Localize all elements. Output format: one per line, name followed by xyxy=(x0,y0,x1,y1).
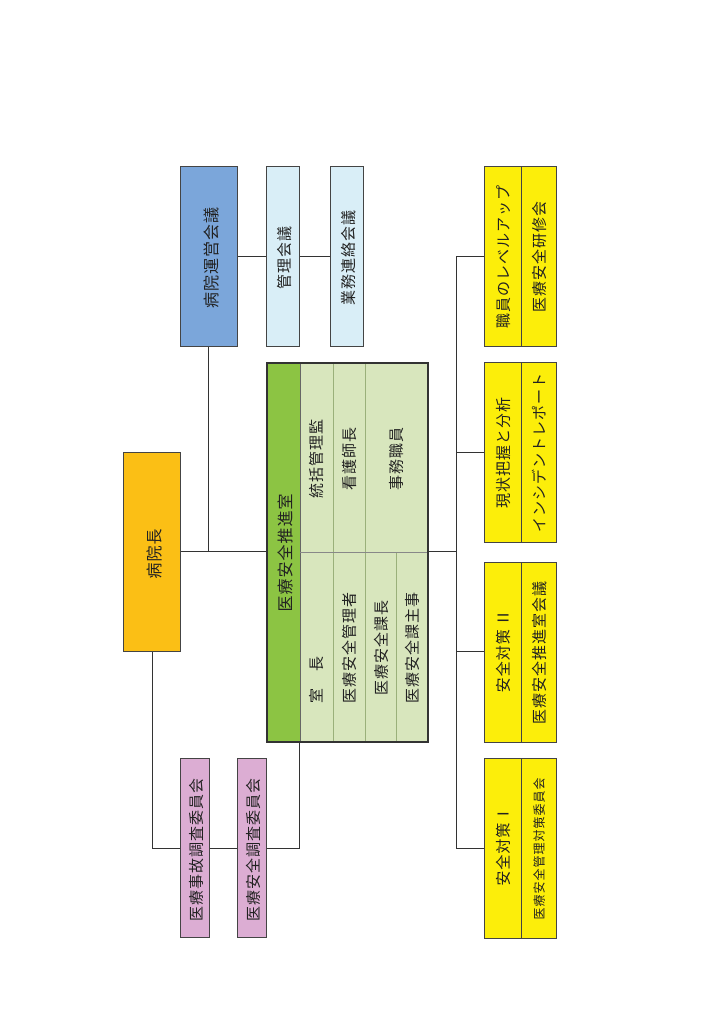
hospital-director-box: 病院長 xyxy=(123,452,181,652)
member-label: 室 長 xyxy=(307,654,326,704)
management-council-box: 病院運営会議 xyxy=(180,166,238,347)
hospital-director-label: 病院長 xyxy=(145,527,164,579)
safety-office-divider xyxy=(300,552,427,553)
liaison-meeting-label: 業務連絡会議 xyxy=(339,208,358,306)
member-cell: 医療安全管理者 xyxy=(333,553,366,741)
connector-line xyxy=(456,848,484,849)
activity-subtitle: 医療安全推進室会議 xyxy=(530,579,549,725)
member-cell: 統括管理監 xyxy=(300,364,334,552)
activity-box-safety-measures-1: 安全対策 I 医療安全管理対策委員会 xyxy=(484,758,557,939)
safety-office-title: 医療安全推進室 xyxy=(276,492,295,612)
member-cell: 室 長 xyxy=(300,553,334,741)
connector-line xyxy=(299,742,300,848)
member-cell: 看護師長 xyxy=(333,364,366,552)
accident-investigation-committee-box: 医療事故調査委員会 xyxy=(180,758,210,938)
activity-title: 安全対策 II xyxy=(494,611,513,693)
liaison-meeting-box: 業務連絡会議 xyxy=(330,166,364,347)
member-cell: 医療安全課長 xyxy=(365,553,397,741)
connector-line xyxy=(456,651,484,652)
activity-title: 職員のレベルアップ xyxy=(494,183,513,329)
connector-line xyxy=(456,256,484,257)
connector-line xyxy=(456,452,484,453)
administration-meeting-box: 管理会議 xyxy=(266,166,300,347)
safety-investigation-committee-box: 医療安全調査委員会 xyxy=(237,758,267,938)
member-label: 看護師長 xyxy=(340,425,359,491)
activity-title: 現状把握と分析 xyxy=(494,395,513,509)
activity-title: 安全対策 I xyxy=(494,810,513,886)
member-label: 医療安全課主事 xyxy=(403,590,422,704)
member-cell: 医療安全課主事 xyxy=(396,553,427,741)
activity-title-cell: 職員のレベルアップ xyxy=(485,167,522,346)
activity-box-safety-measures-2: 安全対策 II 医療安全推進室会議 xyxy=(484,562,557,743)
management-council-label: 病院運営会議 xyxy=(202,205,221,309)
activity-subtitle: インシデントレポート xyxy=(530,371,549,533)
member-label: 統括管理監 xyxy=(307,417,326,499)
activity-title-cell: 現状把握と分析 xyxy=(485,363,522,542)
activity-title-cell: 安全対策 I xyxy=(485,759,522,938)
member-label: 医療安全管理者 xyxy=(340,590,359,704)
member-label: 医療安全課長 xyxy=(372,598,391,696)
activity-subtitle: 医療安全研修会 xyxy=(530,199,549,313)
activity-box-analysis: 現状把握と分析 インシデントレポート xyxy=(484,362,557,543)
safety-investigation-committee-label: 医療安全調査委員会 xyxy=(244,776,263,922)
accident-investigation-committee-label: 医療事故調査委員会 xyxy=(187,776,206,922)
connector-line xyxy=(152,848,300,849)
member-label: 事務職員 xyxy=(387,425,406,491)
connector-line xyxy=(152,651,153,848)
activity-title-cell: 安全対策 II xyxy=(485,563,522,742)
activity-box-staff-levelup: 職員のレベルアップ 医療安全研修会 xyxy=(484,166,557,347)
safety-office-header: 医療安全推進室 xyxy=(268,364,301,741)
administration-meeting-label: 管理会議 xyxy=(275,224,294,290)
activity-subtitle: 医療安全管理対策委員会 xyxy=(532,776,547,920)
connector-line xyxy=(456,256,457,848)
connector-line xyxy=(208,346,209,551)
safety-office-box: 医療安全推進室 統括管理監 看護師長 事務職員 室 長 医療安全管理者 医療安全… xyxy=(266,362,429,743)
member-cell: 事務職員 xyxy=(365,364,427,552)
